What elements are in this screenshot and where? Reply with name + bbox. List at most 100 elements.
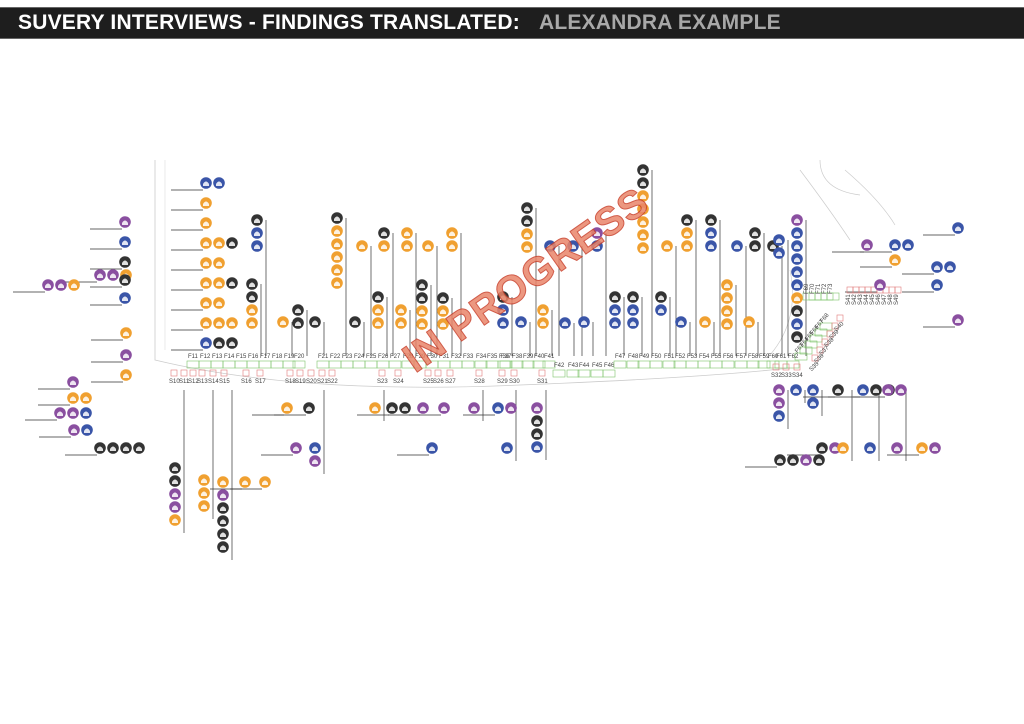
finding-icon [217,489,229,501]
icon-group [743,316,755,328]
icon-group [120,369,132,381]
icon-group [591,227,603,252]
survey-box [318,369,326,377]
frontage-label: F49 [639,354,650,360]
frontage-label: F23 [342,354,353,360]
frontage-label: F19 [284,354,295,360]
survey-label: S27 [445,379,456,385]
icon-group [378,227,390,252]
finding-icon [791,305,803,317]
finding-icon [501,442,513,454]
finding-icon [787,454,799,466]
finding-icon [372,304,384,316]
finding-icon [309,442,321,454]
icon-group [864,442,876,454]
icon-group [773,384,785,422]
frontage-label: F71 [816,283,822,294]
finding-icon [882,384,894,396]
icon-group [120,349,132,361]
finding-icon [213,337,225,349]
icon-group [200,337,238,349]
finding-icon [578,316,590,328]
finding-icon [169,514,181,526]
frontage-box [542,360,556,369]
frontage-label: F42 [554,363,565,369]
finding-icon [200,197,212,209]
finding-icon [637,216,649,228]
finding-icon [531,441,543,453]
finding-icon [591,240,603,252]
finding-icon [864,442,876,454]
finding-icon [80,392,92,404]
frontage-box [734,360,748,369]
frontage-box [799,346,813,355]
finding-icon [349,316,361,328]
finding-icon [67,392,79,404]
finding-icon [401,240,413,252]
finding-icon [800,454,812,466]
survey-box [209,369,217,377]
finding-icon [54,407,66,419]
frontage-box [746,360,760,369]
finding-icon [446,227,458,239]
icon-group [200,257,225,269]
finding-icon [213,297,225,309]
survey-label: S13 [197,379,208,385]
survey-label: S47 [882,294,888,305]
finding-icon [468,402,480,414]
finding-icon [68,279,80,291]
icon-group [119,274,131,286]
survey-box [811,354,819,362]
finding-icon [916,442,928,454]
finding-icon [395,304,407,316]
icon-group [446,227,458,252]
finding-icon [699,316,711,328]
finding-icon [200,177,212,189]
frontage-box [222,360,236,369]
finding-icon [705,214,717,226]
frontage-label: F68 [819,312,831,324]
frontage-box [449,360,463,369]
finding-icon [200,217,212,229]
finding-icon [119,292,131,304]
icon-group [200,177,225,189]
frontage-label: F59 [759,354,770,360]
icon-group [559,317,571,329]
finding-icon [303,402,315,414]
finding-icon [246,291,258,303]
finding-icon [169,501,181,513]
finding-icon [169,462,181,474]
finding-icon [559,317,571,329]
frontage-box [258,360,272,369]
frontage-box [316,360,330,369]
finding-icon [870,384,882,396]
frontage-box [649,360,663,369]
icon-group [468,402,480,414]
frontage-label: F38 [512,354,523,360]
survey-label: S20 [306,379,317,385]
finding-icon [531,415,543,427]
survey-box [782,363,790,371]
frontage-box [364,360,378,369]
frontage-label: F14 [224,354,235,360]
survey-box [816,346,824,354]
finding-icon [773,410,785,422]
finding-icon [331,264,343,276]
finding-icon [200,257,212,269]
finding-icon [705,240,717,252]
frontage-box [198,360,212,369]
finding-icon [521,215,533,227]
finding-icon [609,317,621,329]
frontage-box [626,360,640,369]
finding-icon [446,240,458,252]
icon-group [609,291,621,329]
finding-icon [120,442,132,454]
frontage-label: F29 [415,354,426,360]
finding-icon [531,428,543,440]
finding-icon [68,424,80,436]
finding-icon [119,216,131,228]
finding-icon [119,236,131,248]
finding-icon [627,304,639,316]
finding-icon [213,177,225,189]
icon-group [119,256,131,268]
